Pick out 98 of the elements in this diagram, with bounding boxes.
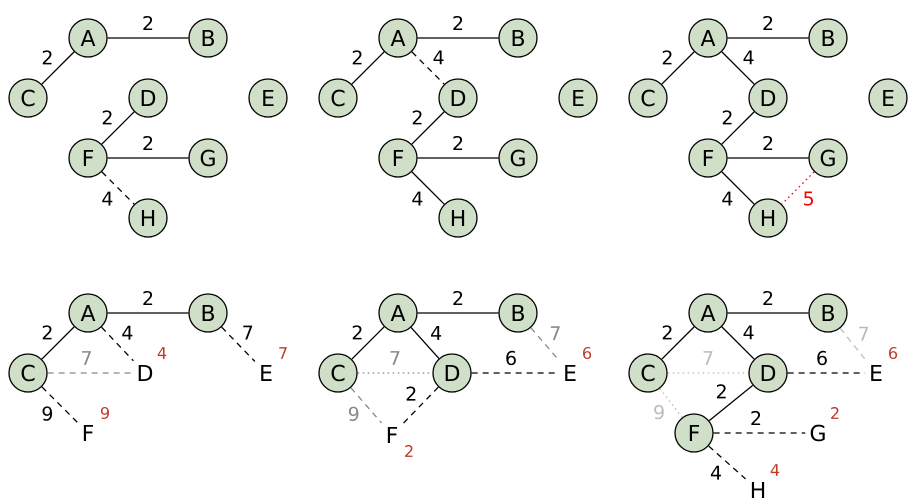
edge-weight: 2 bbox=[412, 110, 422, 124]
edge-weight: 4 bbox=[744, 50, 754, 64]
edge-weight: 9 bbox=[348, 406, 358, 422]
edge-line bbox=[108, 37, 188, 39]
edge-weight: 2 bbox=[102, 110, 112, 124]
edge-line bbox=[41, 326, 75, 360]
edge-weight: 7 bbox=[390, 351, 400, 365]
edge-line bbox=[840, 328, 867, 362]
edge-line bbox=[41, 51, 75, 85]
edge-weight: 2 bbox=[722, 110, 732, 124]
edge-line bbox=[788, 372, 865, 374]
vertex-label: E bbox=[871, 364, 882, 381]
edge-line bbox=[728, 37, 808, 39]
edge-line bbox=[101, 111, 135, 145]
edge-line bbox=[108, 312, 188, 314]
edge-weight: 2 bbox=[143, 290, 152, 306]
vertex-label: G bbox=[810, 424, 825, 442]
edge-line bbox=[351, 51, 385, 85]
distance-label: 2 bbox=[831, 407, 838, 419]
edge-line bbox=[402, 386, 439, 425]
edge-weight: 7 bbox=[859, 326, 868, 341]
edge-line bbox=[41, 386, 78, 423]
edge-line bbox=[411, 111, 445, 145]
edge-line bbox=[101, 326, 134, 362]
vertex-label: D bbox=[138, 364, 152, 381]
edge-line bbox=[221, 326, 256, 362]
edge-weight: 2 bbox=[662, 325, 672, 340]
edge-line bbox=[781, 171, 815, 205]
edge-line bbox=[418, 37, 498, 39]
edge-line bbox=[108, 157, 188, 159]
vertex-label: F bbox=[84, 424, 94, 441]
edge-line bbox=[410, 327, 440, 359]
distance-label: 4 bbox=[770, 464, 780, 476]
edge-weight: 4 bbox=[744, 325, 754, 340]
edge-line bbox=[714, 432, 806, 434]
edge-line bbox=[418, 157, 498, 159]
edge-weight: 4 bbox=[722, 192, 732, 206]
edge-line bbox=[661, 326, 695, 360]
edge-line bbox=[48, 372, 132, 374]
edge-line bbox=[351, 326, 385, 360]
edge-line bbox=[708, 384, 754, 422]
edge-weight: 4 bbox=[412, 192, 422, 206]
vertex-label: H bbox=[752, 482, 764, 498]
edge-line bbox=[728, 157, 808, 159]
edge-line bbox=[708, 446, 746, 480]
edge-line bbox=[418, 312, 498, 314]
edge-weight: 7 bbox=[82, 351, 91, 365]
edge-weight: 2 bbox=[662, 50, 672, 64]
edge-weight: 2 bbox=[143, 16, 152, 30]
edge-line bbox=[668, 372, 748, 374]
edge-weight: 2 bbox=[352, 50, 362, 64]
edge-weight: 4 bbox=[431, 326, 442, 340]
distance-label: 4 bbox=[158, 347, 166, 359]
edge-weight: 4 bbox=[710, 466, 721, 480]
edge-weight: 2 bbox=[42, 50, 52, 64]
edge-weight: 2 bbox=[143, 136, 152, 150]
edge-weight: 9 bbox=[654, 404, 664, 420]
edge-line bbox=[659, 388, 683, 418]
edge-weight: 7 bbox=[243, 326, 252, 340]
edge-weight: 2 bbox=[453, 290, 462, 306]
distance-label: 7 bbox=[279, 347, 287, 359]
edge-weight: 7 bbox=[704, 351, 712, 365]
edge-weight: 2 bbox=[352, 325, 362, 340]
edge-weight: 2 bbox=[751, 410, 760, 426]
edge-weight: 7 bbox=[550, 326, 560, 340]
edge-line bbox=[101, 171, 135, 205]
edge-line bbox=[721, 171, 755, 205]
distance-label: 9 bbox=[100, 406, 109, 420]
edge-line bbox=[728, 312, 808, 314]
edge-weight: 2 bbox=[716, 384, 726, 398]
vertex-label: E bbox=[565, 364, 576, 381]
edge-weight: 4 bbox=[122, 326, 132, 340]
edge-weight: 6 bbox=[506, 350, 516, 366]
vertex-label: E bbox=[261, 364, 272, 381]
edge-line bbox=[721, 111, 755, 145]
edge-line bbox=[350, 387, 382, 424]
distance-label: 2 bbox=[405, 445, 412, 457]
distance-label: 6 bbox=[583, 346, 592, 360]
edge-line bbox=[661, 51, 695, 85]
edge-weight: 2 bbox=[453, 16, 462, 30]
distance-label: 6 bbox=[889, 346, 898, 360]
edge-weight: 4 bbox=[102, 192, 112, 206]
edge-weight: 4 bbox=[434, 50, 444, 64]
edge-weight: 2 bbox=[763, 290, 772, 306]
edge-weight: 6 bbox=[817, 350, 827, 366]
edge-line bbox=[721, 326, 755, 360]
edge-line bbox=[411, 51, 445, 85]
edge-weight: 2 bbox=[763, 136, 772, 150]
edge-weight: 2 bbox=[42, 325, 52, 340]
edge-line bbox=[721, 51, 755, 85]
edge-weight: 2 bbox=[763, 16, 772, 30]
edge-weight: 9 bbox=[42, 406, 52, 421]
edge-line bbox=[358, 372, 432, 374]
vertex-label: F bbox=[388, 426, 398, 443]
edge-weight: 2 bbox=[453, 136, 462, 150]
edge-weight: 2 bbox=[406, 386, 416, 401]
edge-line bbox=[411, 171, 445, 205]
edge-weight: 5 bbox=[804, 192, 813, 206]
